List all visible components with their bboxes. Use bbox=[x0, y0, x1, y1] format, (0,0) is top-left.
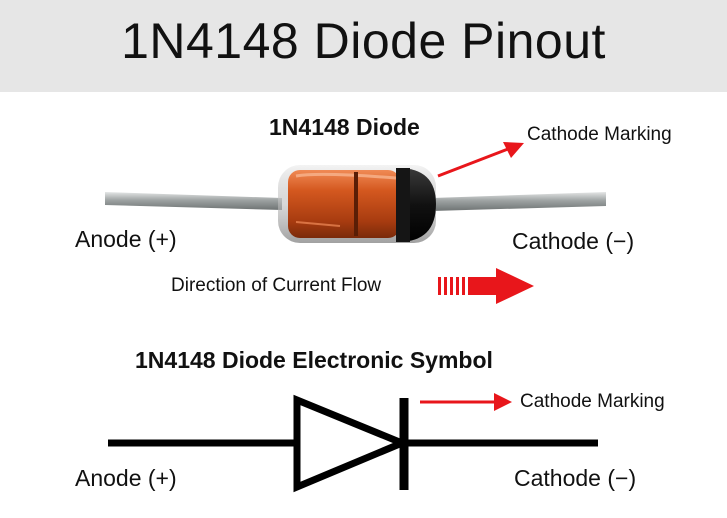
symbol-anode-label: Anode (+) bbox=[75, 465, 177, 491]
current-flow-arrow-icon bbox=[438, 268, 534, 304]
symbol-heading: 1N4148 Diode Electronic Symbol bbox=[135, 347, 493, 373]
photo-cathode-label: Cathode (−) bbox=[512, 228, 635, 254]
cathode-lead bbox=[432, 192, 606, 211]
photo-cathode-marking-label: Cathode Marking bbox=[527, 124, 672, 145]
anode-lead bbox=[105, 192, 282, 210]
symbol-cathode-marking-arrow bbox=[420, 393, 512, 411]
current-flow-label: Direction of Current Flow bbox=[171, 275, 382, 296]
photo-anode-label: Anode (+) bbox=[75, 226, 177, 252]
cathode-band bbox=[396, 168, 436, 242]
symbol-cathode-marking-label: Cathode Marking bbox=[520, 391, 665, 412]
symbol-triangle bbox=[293, 394, 412, 493]
photo-heading: 1N4148 Diode bbox=[269, 114, 420, 140]
page-title: 1N4148 Diode Pinout bbox=[121, 13, 606, 69]
diode-symbol bbox=[108, 394, 598, 493]
symbol-cathode-label: Cathode (−) bbox=[514, 465, 637, 491]
title-bar bbox=[0, 0, 727, 92]
cathode-marking-arrow bbox=[437, 142, 524, 178]
